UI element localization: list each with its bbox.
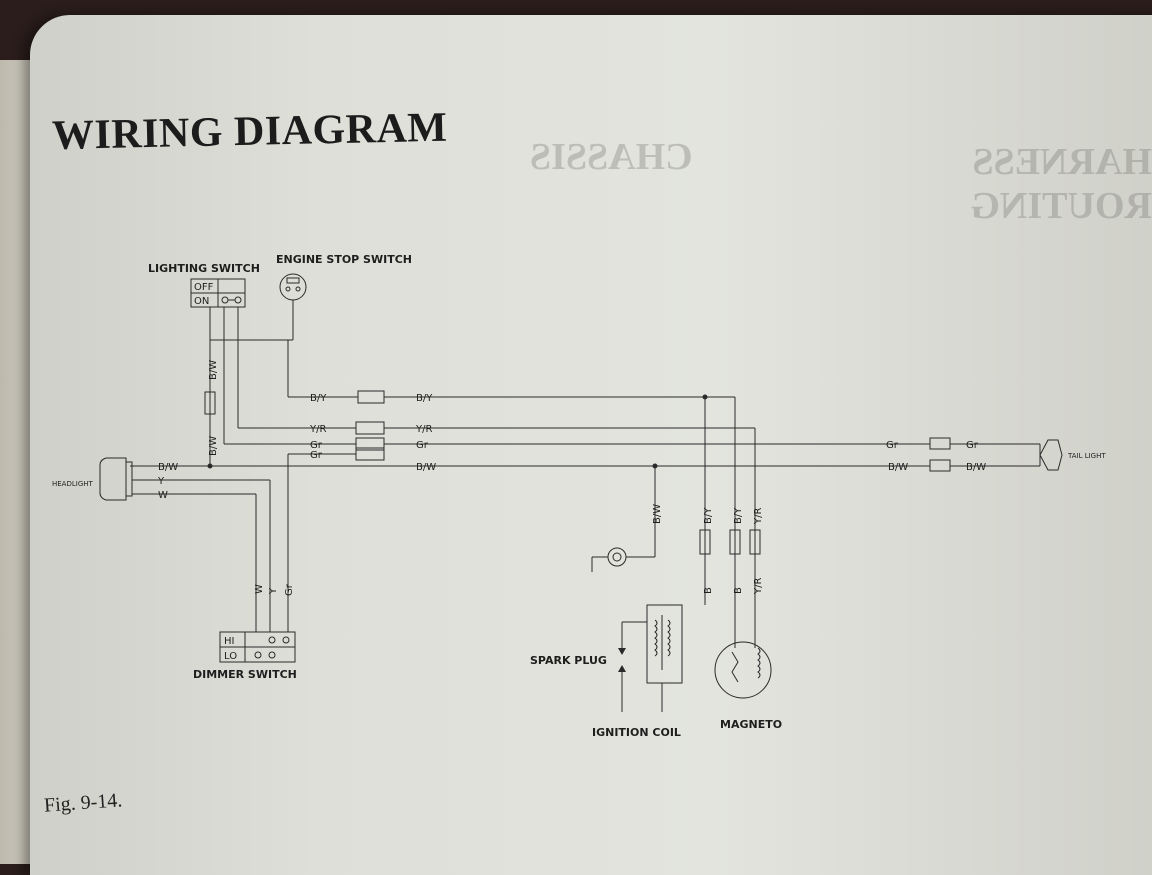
engine-stop-switch-label: ENGINE STOP SWITCH — [276, 253, 412, 266]
headlight-label: HEADLIGHT — [52, 480, 94, 488]
tail-light-symbol — [1039, 439, 1063, 471]
wire-label-by-v1: B/Y — [703, 507, 714, 524]
manual-page — [30, 15, 1152, 875]
wire-label-yr-v2: Y/R — [753, 578, 764, 595]
wire-label-yr-2: Y/R — [415, 424, 432, 435]
magneto-symbol — [714, 641, 772, 699]
wire-label-bw-4: B/W — [966, 462, 986, 473]
wire-label-gr-4: Gr — [886, 440, 899, 451]
wire-label-y-v: Y — [268, 587, 279, 595]
wire-label-b-v2: B — [733, 587, 744, 594]
wire-label-yr-1: Y/R — [309, 424, 326, 435]
wire-label-gr-v: Gr — [284, 583, 295, 596]
wire-label-bw-v1: B/W — [208, 360, 219, 380]
wire-label-by-2: B/Y — [416, 393, 433, 404]
wire-label-bw-v3: B/W — [652, 504, 663, 524]
ignition-coil-label: IGNITION COIL — [592, 726, 681, 739]
lighting-on-label: ON — [194, 296, 209, 307]
spark-plug-label: SPARK PLUG — [530, 654, 607, 667]
indicator-bulb-symbol — [607, 547, 627, 567]
wire-label-w-v: W — [254, 584, 265, 594]
wire-label-bw-1: B/W — [416, 462, 436, 473]
wire-label-bw-2: B/W — [158, 462, 178, 473]
dimmer-hi-label: HI — [224, 636, 234, 647]
wire-label-gr-2: Gr — [310, 450, 323, 461]
wire-label-gr-3: Gr — [416, 440, 429, 451]
wire-label-bw-v2: B/W — [208, 436, 219, 456]
lighting-off-label: OFF — [194, 282, 214, 293]
headlight-symbol — [99, 457, 127, 501]
wire-label-gr-5: Gr — [966, 440, 979, 451]
wire-label-bw-3: B/W — [888, 462, 908, 473]
wire-label-y: Y — [157, 476, 165, 487]
lighting-switch-label: LIGHTING SWITCH — [148, 262, 260, 275]
wire-label-b-v1: B — [703, 587, 714, 594]
wire-label-yr-v1: Y/R — [753, 508, 764, 525]
wire-label-by-1: B/Y — [310, 393, 327, 404]
wire-label-gr-1: Gr — [310, 440, 323, 451]
dimmer-lo-label: LO — [224, 651, 237, 662]
wire-label-w: W — [158, 490, 168, 501]
tail-light-label: TAIL LIGHT — [1067, 452, 1106, 460]
wire-label-by-v2: B/Y — [733, 507, 744, 524]
magneto-label: MAGNETO — [720, 718, 782, 731]
ignition-coil-symbol — [646, 604, 683, 684]
dimmer-switch-label: DIMMER SWITCH — [193, 668, 297, 681]
